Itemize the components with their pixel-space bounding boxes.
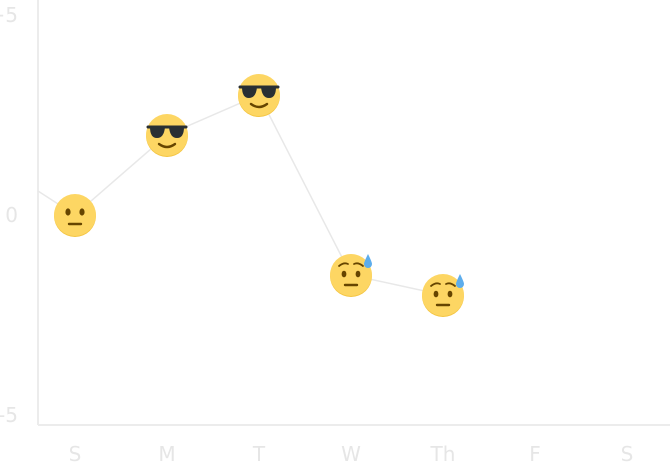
x-tick-label: T: [252, 442, 266, 466]
x-tick-label: S: [621, 442, 634, 466]
x-tick-label: S: [69, 442, 82, 466]
x-tick-label: W: [341, 442, 361, 466]
y-tick-label: +5: [0, 3, 18, 27]
axes: [37, 0, 670, 426]
y-tick-label: -5: [0, 403, 18, 427]
series-markers: [54, 74, 464, 317]
tick-labels: +5 0 -5S M T W Th F S: [0, 3, 633, 466]
x-tick-label: Th: [430, 442, 456, 466]
x-tick-label: F: [529, 442, 541, 466]
series-line: [37, 94, 444, 296]
worried-sweat-face-icon: [422, 274, 464, 317]
sunglasses-face-icon: [238, 74, 280, 117]
worried-sweat-face-icon: [330, 254, 372, 297]
x-tick-label: M: [158, 442, 175, 466]
neutral-face-icon: [54, 194, 96, 237]
y-tick-label: 0: [5, 203, 18, 227]
series-polyline: [37, 94, 444, 296]
sunglasses-face-icon: [146, 114, 188, 157]
